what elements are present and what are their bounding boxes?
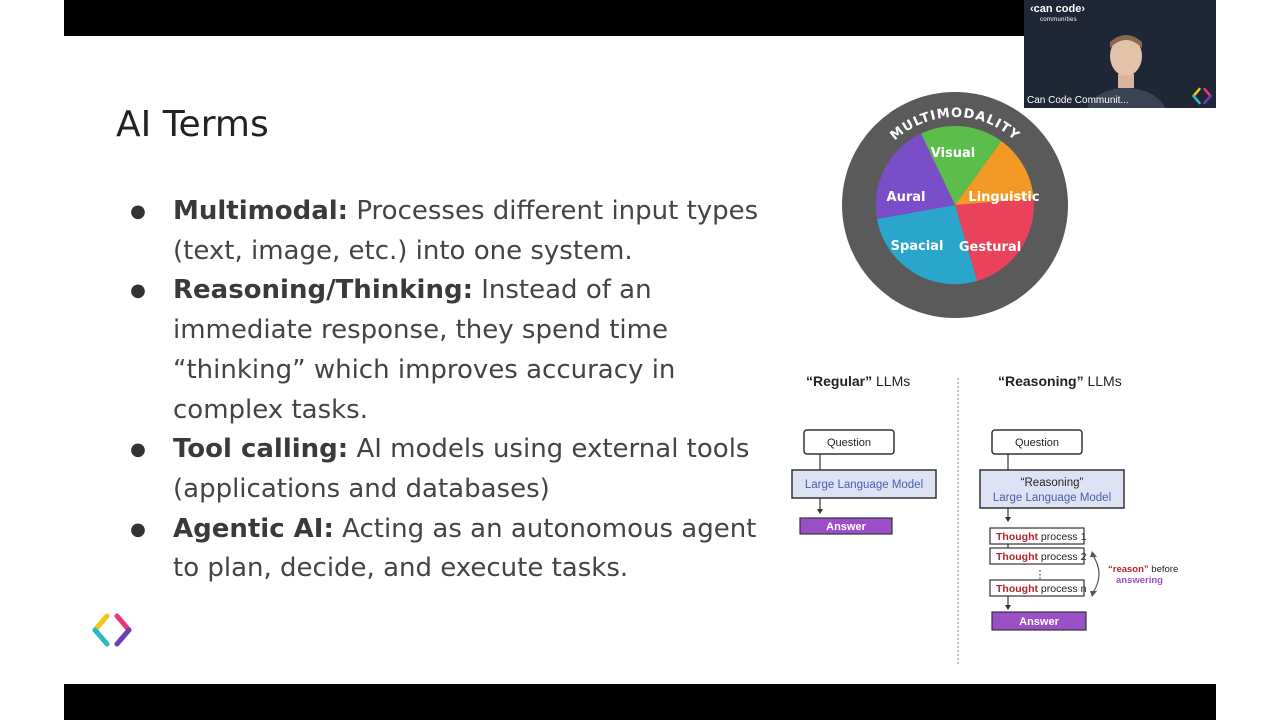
regular-question-box [803,429,895,455]
segment-aural [875,133,955,219]
regular-answer-label: Answer [826,521,866,533]
slide-title: AI Terms [116,104,269,145]
reasoning-question-box [991,429,1083,455]
segment-label-gestural: Gestural [959,240,1021,255]
webcam-brand-label: ‹can code›communities [1030,3,1086,24]
regular-model-label: Large Language Model [805,479,923,491]
thought-box-2 [989,547,1085,565]
llm-comparison-diagram: “Regular” LLMs “Reasoning” LLMs Question… [791,373,1178,666]
webcam-overlay: ‹can code›communities Can Code Communit.… [1024,0,1216,108]
bullet-text: AI models using external tools (applicat… [173,434,750,504]
participant-name: Can Code Communit... [1027,95,1129,106]
bullet-reasoning: ● Reasoning/Thinking: Instead of an immed… [130,271,770,430]
segment-visual [921,125,1002,205]
webcam-brand-logo-icon [1192,87,1212,105]
bullet-text: Processes different input types (text, i… [173,196,759,266]
reasoning-model-box [979,469,1125,509]
regular-question-label: Question [827,437,871,449]
thought-ellipsis: ⋮ [1035,569,1046,581]
bullet-dot: ● [130,439,146,461]
regular-llm-title: “Regular” LLMs [806,373,910,389]
left-margin [0,0,64,720]
bullet-text: Acting as an autonomous agent to plan, d… [173,513,757,584]
thought-box-1 [989,527,1085,545]
reasoning-model-line1: “Reasoning” [1021,477,1084,489]
reason-note-line1: “reason” before [1108,564,1178,575]
reasoning-llm-title: “Reasoning” LLMs [998,373,1122,389]
bullet-term: Agentic AI: [173,513,334,544]
brand-logo-icon [92,613,132,647]
presentation-slide: AI Terms ● Multimodal: Processes differen… [64,36,1216,684]
reasoning-question-label: Question [1015,437,1059,449]
presenter-video [1087,35,1165,108]
bullet-text: Instead of an immediate response, they s… [173,275,676,425]
segment-linguistic [955,141,1034,205]
bullet-dot: ● [130,201,146,222]
thought-label-1: Thought process 1 [996,531,1087,543]
bullet-term: Tool calling: [173,434,349,465]
multimodality-wheel: MULTIMODALITY Visual Linguistic Gestural… [842,92,1068,318]
thought-label-2: Thought process 2 [996,551,1087,563]
bullet-tool-calling: ● Tool calling: AI models using external … [130,430,770,509]
thought-label-n: Thought process n [996,583,1087,595]
bullet-agentic: ● Agentic AI: Acting as an autonomous age… [130,510,770,589]
thought-box-n [989,579,1085,597]
regular-model-box [791,469,937,499]
segment-gestural [955,198,1034,281]
right-margin [1216,0,1280,720]
segment-label-aural: Aural [887,190,926,205]
reason-bracket-arrow [1091,553,1100,595]
bullet-term: Reasoning/Thinking: [173,275,473,306]
letterbox-bottom [64,684,1216,720]
segment-spacial [877,205,977,285]
reasoning-answer-box [991,611,1087,631]
bullet-list: ● Multimodal: Processes different input t… [130,192,770,589]
regular-answer-box [799,517,893,535]
bullet-term: Multimodal: [173,196,349,226]
bullet-dot: ● [130,518,146,540]
bullet-multimodal: ● Multimodal: Processes different input t… [130,192,770,271]
reasoning-answer-label: Answer [1019,616,1059,628]
bullet-dot: ● [130,280,146,302]
reason-note-line2: answering [1116,575,1163,586]
reasoning-model-line2: Large Language Model [993,492,1111,504]
segment-label-linguistic: Linguistic [968,190,1039,205]
segment-label-visual: Visual [931,146,976,161]
segment-label-spacial: Spacial [891,239,944,254]
